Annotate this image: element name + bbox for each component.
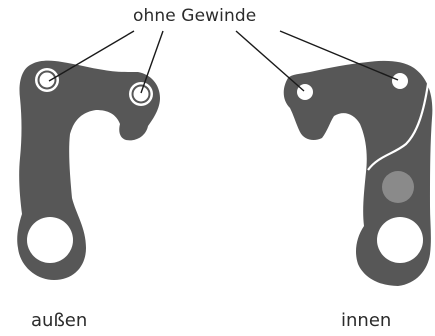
leader-inner-left (235, 30, 305, 92)
callout-leaders (48, 30, 399, 94)
caption-inner: innen (341, 310, 392, 331)
outer-axle-hole (27, 217, 73, 263)
hanger-inner-view (283, 60, 433, 287)
inner-split-line (367, 83, 430, 171)
caption-outer: außen (31, 310, 88, 331)
callout-label: ohne Gewinde (133, 6, 257, 26)
hanger-outer-view (17, 60, 160, 280)
hanger-outer-lug (120, 124, 148, 139)
leader-inner-right (279, 30, 399, 81)
inner-recess-dot (382, 171, 414, 203)
leader-outer-left (48, 30, 135, 82)
inner-axle-hole (377, 217, 423, 263)
outer-hole-right (133, 86, 149, 102)
leader-outer-right (140, 30, 164, 94)
outer-hole-left (39, 72, 55, 88)
inner-hole-right (392, 73, 408, 89)
